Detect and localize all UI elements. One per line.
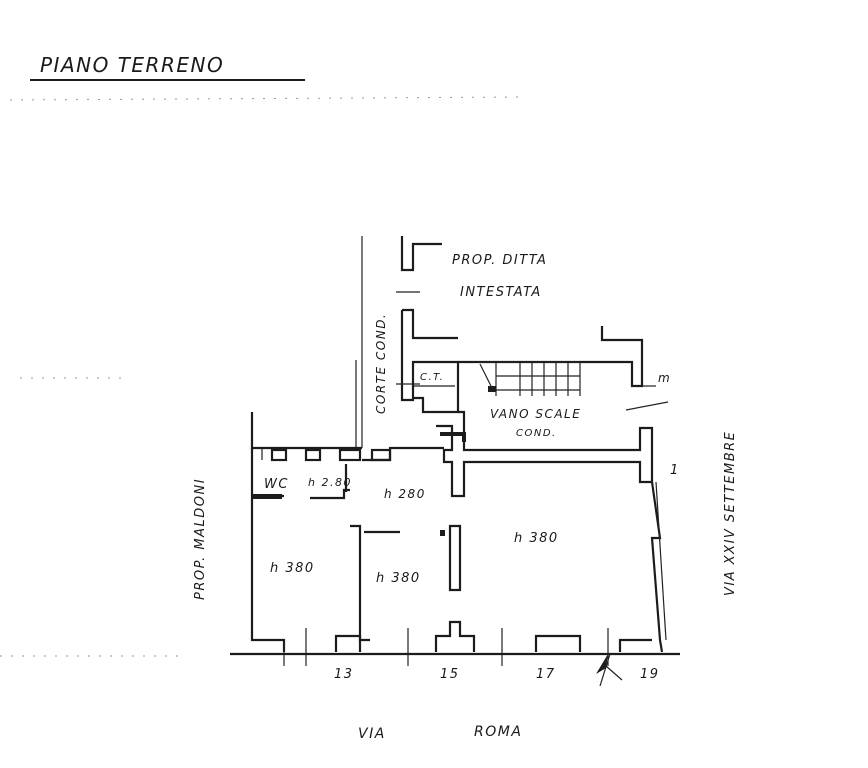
house-number: 13	[334, 667, 354, 682]
faint-dots-top	[9, 96, 526, 101]
plan-title: PIANO TERRENO	[40, 53, 224, 77]
center-room-height-label: h 380	[376, 571, 421, 586]
via-settembre-label: VIA XXIV SETTEMBRE	[723, 431, 738, 596]
corte-label: CORTE COND.	[374, 313, 388, 414]
left-room-height-label: h 380	[270, 561, 315, 576]
wc-height-label: h 2.80	[308, 476, 352, 489]
prop-ditta-label-1: PROP. DITTA	[452, 253, 547, 268]
corte-walls	[355, 236, 460, 448]
house-number: 19	[640, 667, 660, 682]
vano-scale-label-1: VANO SCALE	[490, 407, 581, 421]
street-via-label: VIA	[358, 726, 386, 742]
ct-label: C.T.	[420, 372, 444, 383]
prop-maldoni-label: PROP. MALDONI	[193, 478, 208, 600]
staircase-treads	[478, 361, 581, 396]
mark-m-label: m	[658, 371, 671, 385]
wc-label: WC	[264, 477, 289, 492]
corridor-height-label: h 280	[384, 487, 426, 501]
vano-scale-label-2: COND.	[516, 428, 557, 439]
street-roma-label: ROMA	[474, 724, 522, 740]
house-number: 17	[536, 667, 556, 682]
interior-walls	[252, 464, 462, 642]
house-number: 15	[440, 667, 460, 682]
prop-ditta-label-2: INTESTATA	[460, 285, 542, 300]
main-room-height-label: h 380	[514, 531, 559, 546]
outer-walls	[250, 412, 667, 653]
stair-hall	[436, 326, 669, 498]
facade-via-roma	[230, 620, 680, 666]
mark-1-label: 1	[670, 463, 680, 478]
north-arrow	[596, 653, 623, 687]
